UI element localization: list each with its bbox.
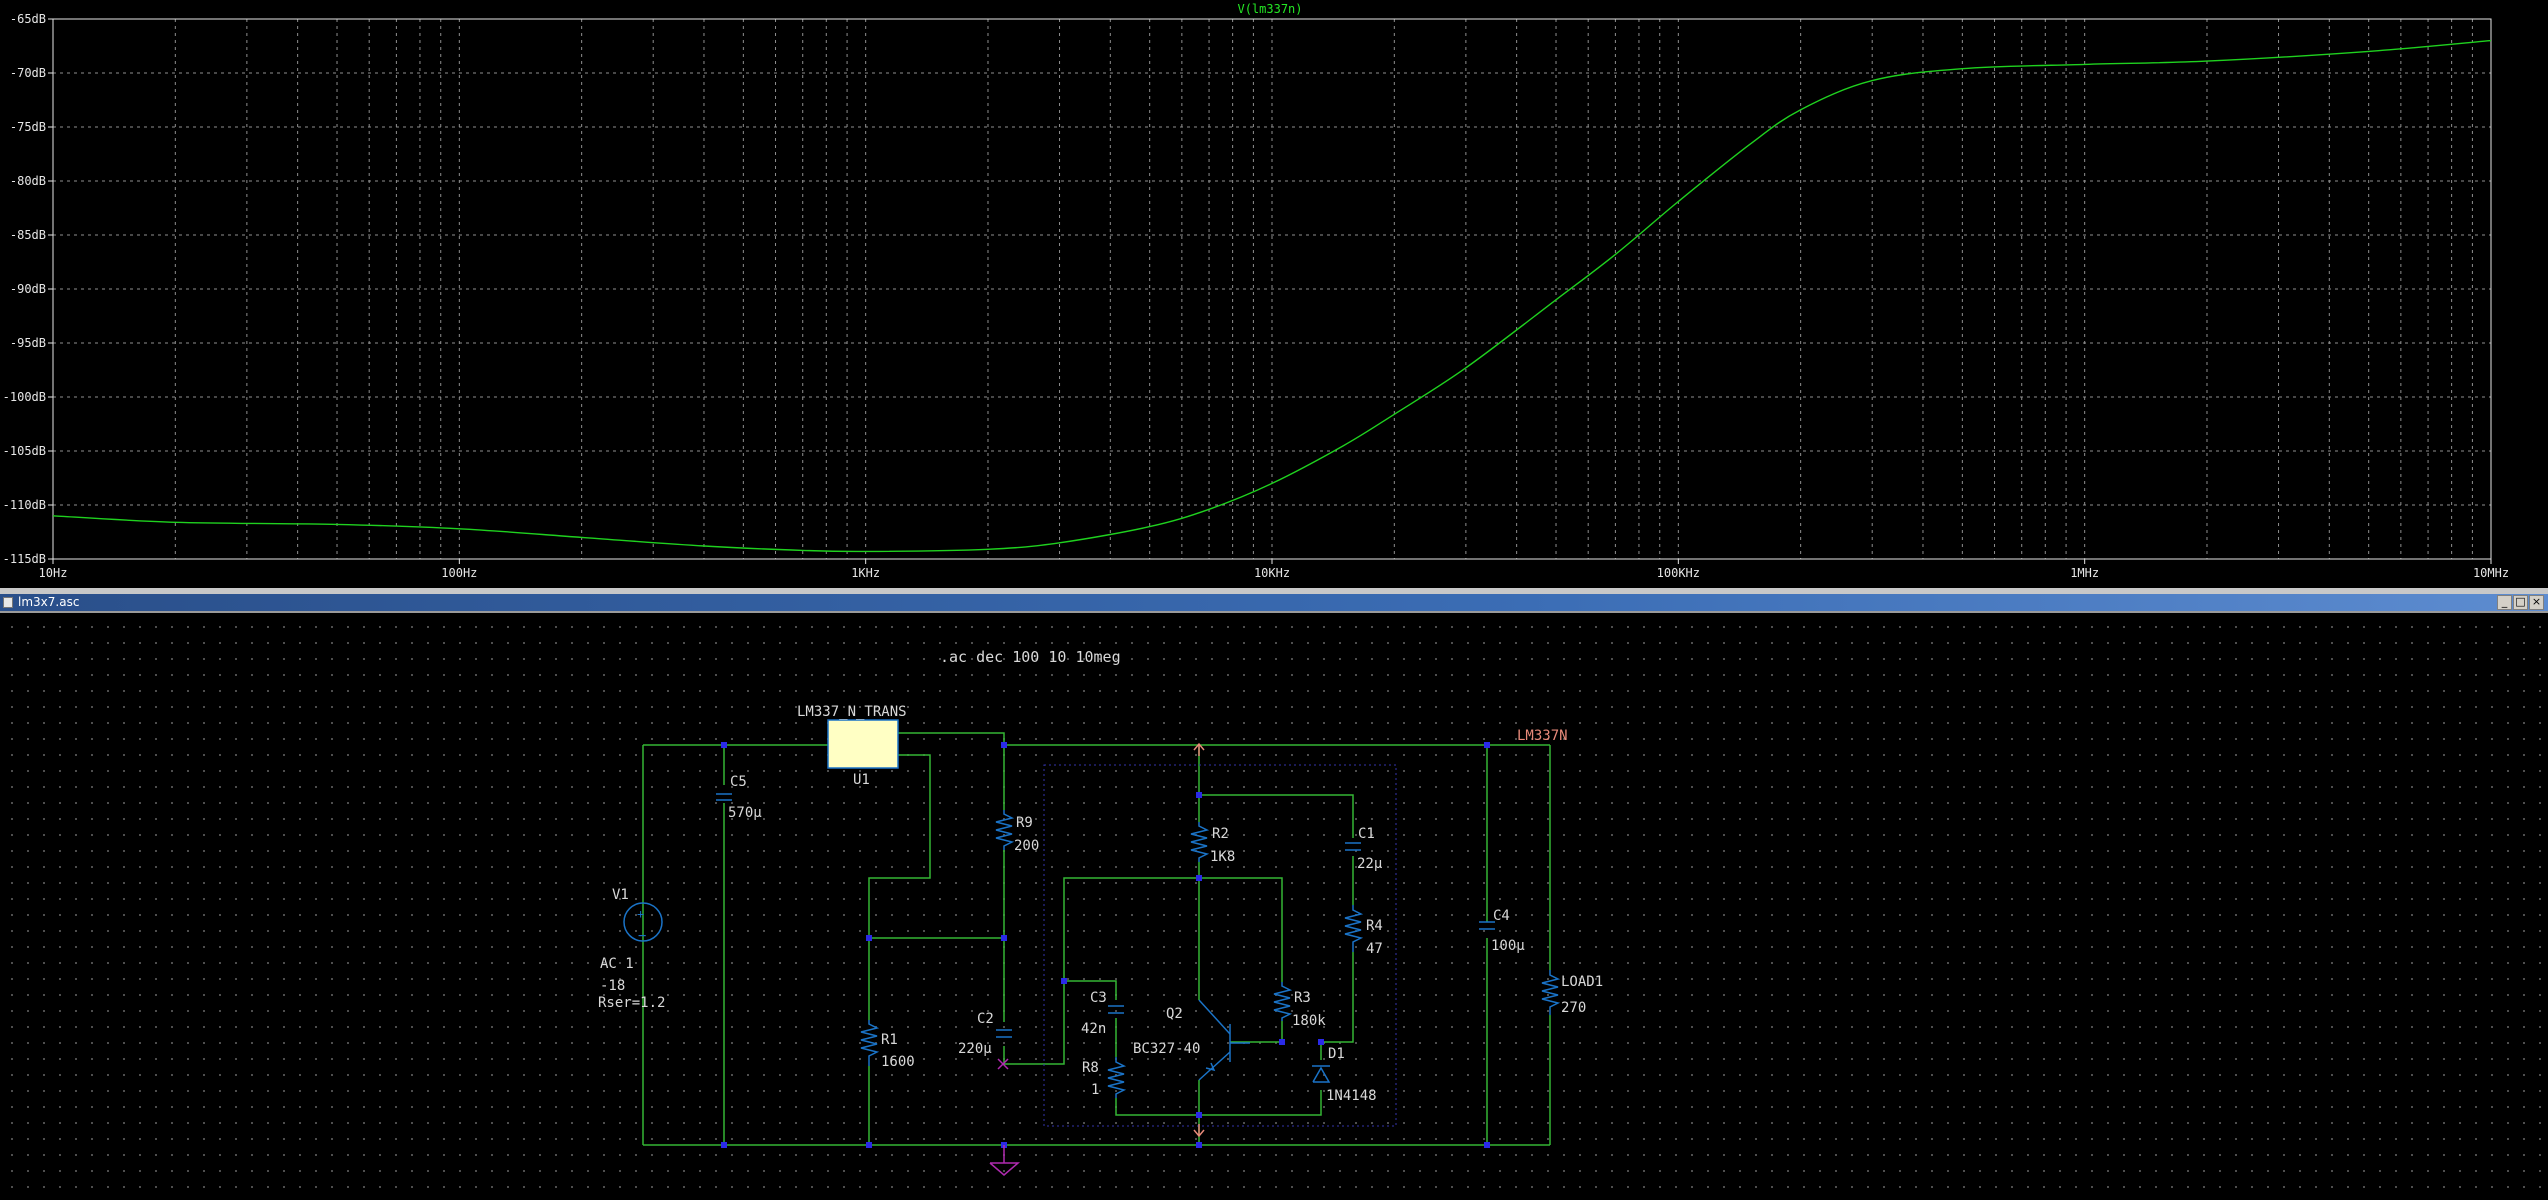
capacitor-c3-symbol[interactable] [1108, 1005, 1124, 1014]
trace-name-label[interactable]: V(lm337n) [1237, 2, 1302, 16]
load1-ref[interactable]: LOAD1 [1561, 974, 1603, 990]
plot-grid [53, 19, 2491, 559]
r9-value[interactable]: 200 [1014, 838, 1039, 854]
schematic-canvas[interactable]: .ac dec 100 10 10meg [0, 613, 2548, 1196]
c3-value[interactable]: 42n [1081, 1021, 1106, 1037]
x-tick-label: 10KHz [1254, 566, 1290, 580]
spice-directive[interactable]: .ac dec 100 10 10meg [940, 648, 1121, 666]
y-tick-label: -110dB [3, 498, 46, 512]
schematic-drawing[interactable]: .ac dec 100 10 10meg [0, 613, 2548, 1196]
r2-value[interactable]: 1K8 [1210, 849, 1235, 865]
minus-icon: − [638, 928, 646, 944]
y-tick-label: -90dB [10, 282, 46, 296]
diode-d1-symbol[interactable] [1312, 1065, 1331, 1083]
r8-value[interactable]: 1 [1091, 1082, 1099, 1098]
y-tick-label: -105dB [3, 444, 46, 458]
x-tick-label: 100KHz [1657, 566, 1700, 580]
c5-ref[interactable]: C5 [730, 774, 747, 790]
titlebar-border [0, 611, 2548, 613]
v1-line3[interactable]: Rser=1.2 [598, 995, 665, 1011]
y-tick-label: -80dB [10, 174, 46, 188]
v1-ref[interactable]: V1 [612, 887, 629, 903]
wires[interactable] [642, 732, 1551, 1146]
resistor-r9-symbol[interactable] [995, 810, 1015, 850]
resistor-r1-symbol[interactable] [860, 1020, 880, 1066]
resistor-load1-symbol[interactable] [1541, 970, 1561, 1015]
document-icon [3, 597, 13, 608]
d1-value[interactable]: 1N4148 [1326, 1088, 1377, 1104]
y-tick-label: -115dB [3, 552, 46, 566]
c4-ref[interactable]: C4 [1493, 908, 1510, 924]
schematic-window-title: lm3x7.asc [18, 595, 80, 609]
load1-value[interactable]: 270 [1561, 1000, 1586, 1016]
subcircuit-region [1043, 764, 1397, 1127]
capacitor-c4-symbol[interactable] [1479, 921, 1495, 930]
c2-ref[interactable]: C2 [977, 1011, 994, 1027]
r1-value[interactable]: 1600 [881, 1054, 915, 1070]
u1-ref[interactable]: U1 [853, 772, 870, 788]
q2-ref[interactable]: Q2 [1166, 1006, 1183, 1022]
r8-ref[interactable]: R8 [1082, 1060, 1099, 1076]
r2-ref[interactable]: R2 [1212, 826, 1229, 842]
component-labels: LM337N LM337_N_TRANS U1 V1 AC 1 -18 Rser… [598, 704, 1603, 1104]
minimize-button[interactable]: _ [2497, 595, 2512, 610]
x-tick-label: 10MHz [2473, 566, 2509, 580]
capacitor-c2-symbol[interactable] [996, 1029, 1012, 1038]
r9-ref[interactable]: R9 [1016, 815, 1033, 831]
net-arrow-icons [1193, 742, 1205, 1138]
component-symbols[interactable] [623, 793, 1561, 1098]
ground-icon [989, 1145, 1021, 1176]
r4-ref[interactable]: R4 [1366, 918, 1383, 934]
c1-value[interactable]: 22µ [1357, 856, 1383, 872]
u1-value[interactable]: LM337_N_TRANS [797, 704, 907, 720]
schematic-window-titlebar[interactable]: lm3x7.asc _ □ × [0, 594, 2548, 611]
resistor-r4-symbol[interactable] [1344, 905, 1364, 952]
c4-value[interactable]: 100µ [1491, 938, 1525, 954]
net-label-lm337n[interactable]: LM337N [1517, 728, 1568, 744]
y-tick-label: -75dB [10, 120, 46, 134]
y-axis-ticks: -65dB -70dB -75dB -80dB -85dB -90dB -95dB -100d… [3, 12, 53, 566]
resistor-r2-symbol[interactable] [1190, 822, 1210, 862]
x-tick-label: 100Hz [441, 566, 477, 580]
resistor-r3-symbol[interactable] [1273, 982, 1293, 1021]
v1-line2[interactable]: -18 [600, 978, 625, 994]
voltage-source-v1-symbol[interactable] [623, 902, 663, 942]
capacitor-c5-symbol[interactable] [716, 793, 732, 801]
ic-u1-block[interactable] [827, 719, 899, 769]
y-tick-label: -100dB [3, 390, 46, 404]
pane-divider[interactable] [0, 588, 2548, 594]
transistor-q2-symbol[interactable] [1198, 999, 1250, 1081]
r3-value[interactable]: 180k [1292, 1013, 1326, 1029]
no-connect-icon [997, 1058, 1009, 1070]
resistor-r8-symbol[interactable] [1107, 1057, 1127, 1098]
y-tick-label: -85dB [10, 228, 46, 242]
plus-icon: + [637, 907, 644, 921]
r1-ref[interactable]: R1 [881, 1032, 898, 1048]
restore-button[interactable]: □ [2513, 595, 2528, 610]
y-tick-label: -65dB [10, 12, 46, 26]
c3-ref[interactable]: C3 [1090, 990, 1107, 1006]
q2-value[interactable]: BC327-40 [1133, 1041, 1200, 1057]
capacitor-c1-symbol[interactable] [1345, 842, 1361, 851]
x-axis-ticks: 10Hz 100Hz 1KHz 10KHz 100KHz 1MHz 10MHz [39, 559, 2509, 580]
v1-line1[interactable]: AC 1 [600, 956, 634, 972]
x-tick-label: 10Hz [39, 566, 68, 580]
r3-ref[interactable]: R3 [1294, 990, 1311, 1006]
c1-ref[interactable]: C1 [1358, 826, 1375, 842]
x-tick-label: 1MHz [2070, 566, 2099, 580]
x-tick-label: 1KHz [851, 566, 880, 580]
trace-vlm337n[interactable] [52, 39, 2492, 553]
c2-value[interactable]: 220µ [958, 1041, 992, 1057]
waveform-plot[interactable]: V(lm337n) -65dB -70dB -75dB -80dB -85dB -90dB… [0, 0, 2548, 588]
d1-ref[interactable]: D1 [1328, 1046, 1345, 1062]
y-tick-label: -95dB [10, 336, 46, 350]
close-button[interactable]: × [2529, 595, 2544, 610]
r4-value[interactable]: 47 [1366, 941, 1383, 957]
waveform-plot-pane[interactable]: V(lm337n) -65dB -70dB -75dB -80dB -85dB -90dB… [0, 0, 2548, 588]
c5-value[interactable]: 570µ [728, 805, 762, 821]
y-tick-label: -70dB [10, 66, 46, 80]
